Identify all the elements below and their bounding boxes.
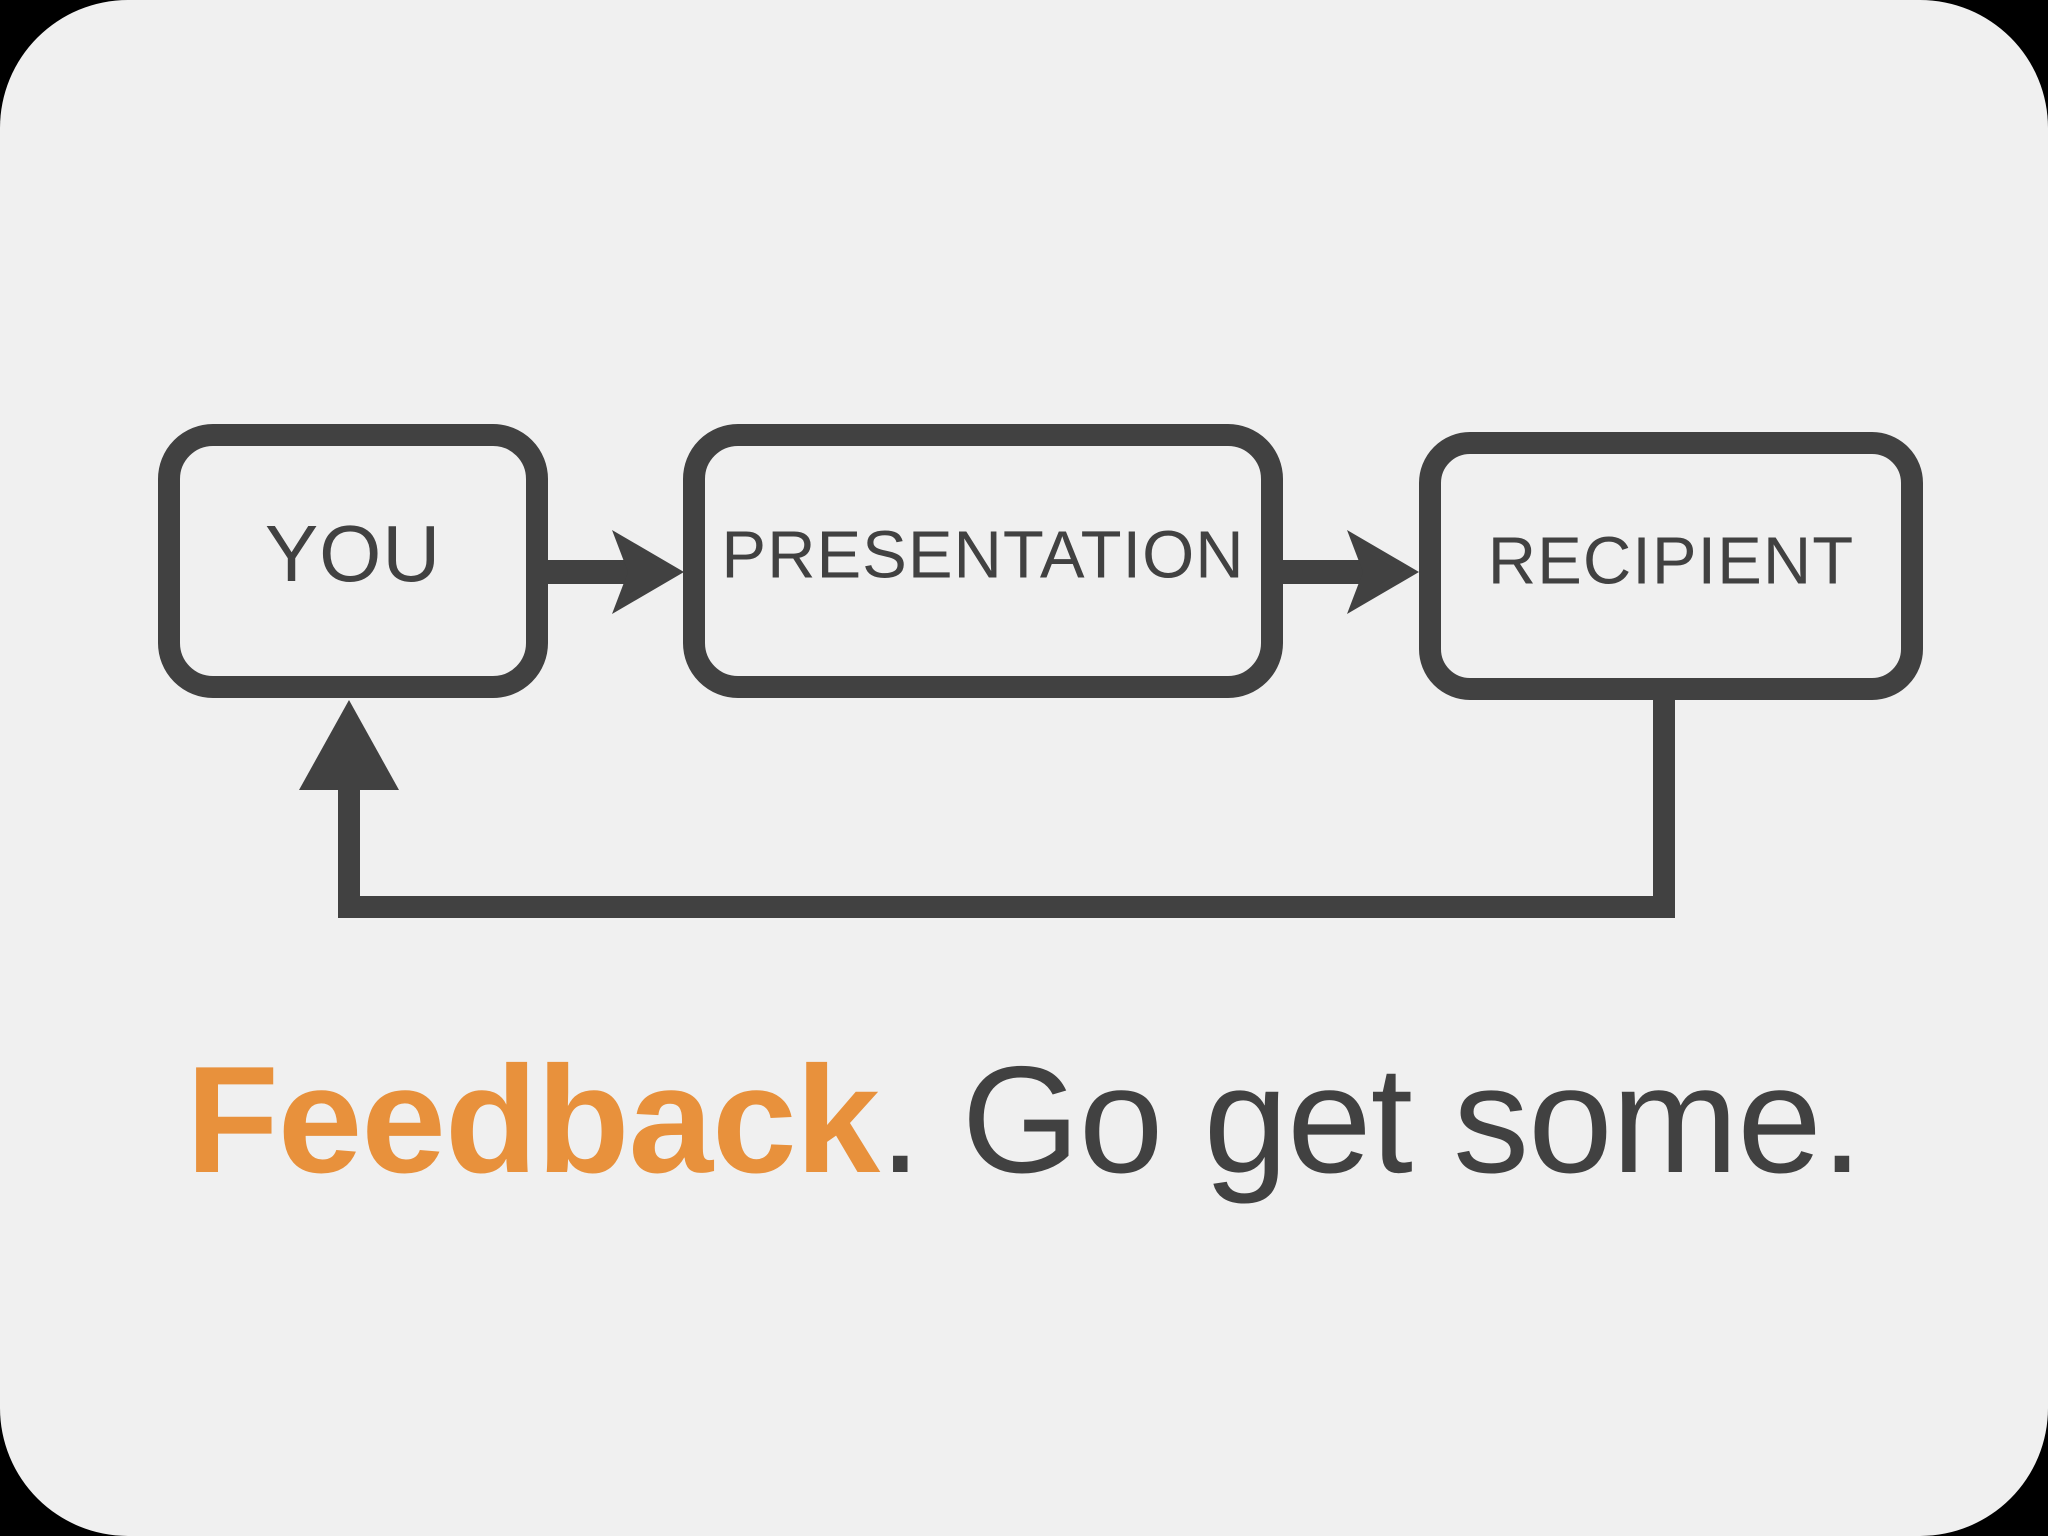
node-recipient-shape [1419,432,1923,700]
arrow-right-icon-2 [1347,530,1419,614]
connector-recipient-to-you [299,690,1675,918]
connector-presentation-to-recipient [1283,530,1419,614]
caption-accent-word: Feedback [185,1035,880,1205]
arrow-right-icon-1 [612,530,684,614]
node-recipient-label: RECIPIENT [1488,524,1854,599]
node-recipient[interactable]: RECIPIENT [1419,432,1923,700]
node-you-shape [158,424,548,698]
node-presentation-label: PRESENTATION [721,518,1244,593]
caption-rest-text: . Go get some. [879,1035,1863,1205]
node-you-label: YOU [265,509,441,598]
caption: Feedback. Go get some. [0,1040,2048,1200]
connector-you-to-presentation [548,530,684,614]
feedback-loop-path [338,690,1675,918]
node-you[interactable]: YOU [158,424,548,698]
feedback-loop-arrowhead-icon [299,700,399,790]
node-presentation[interactable]: PRESENTATION [683,424,1283,698]
node-presentation-shape [683,424,1283,698]
